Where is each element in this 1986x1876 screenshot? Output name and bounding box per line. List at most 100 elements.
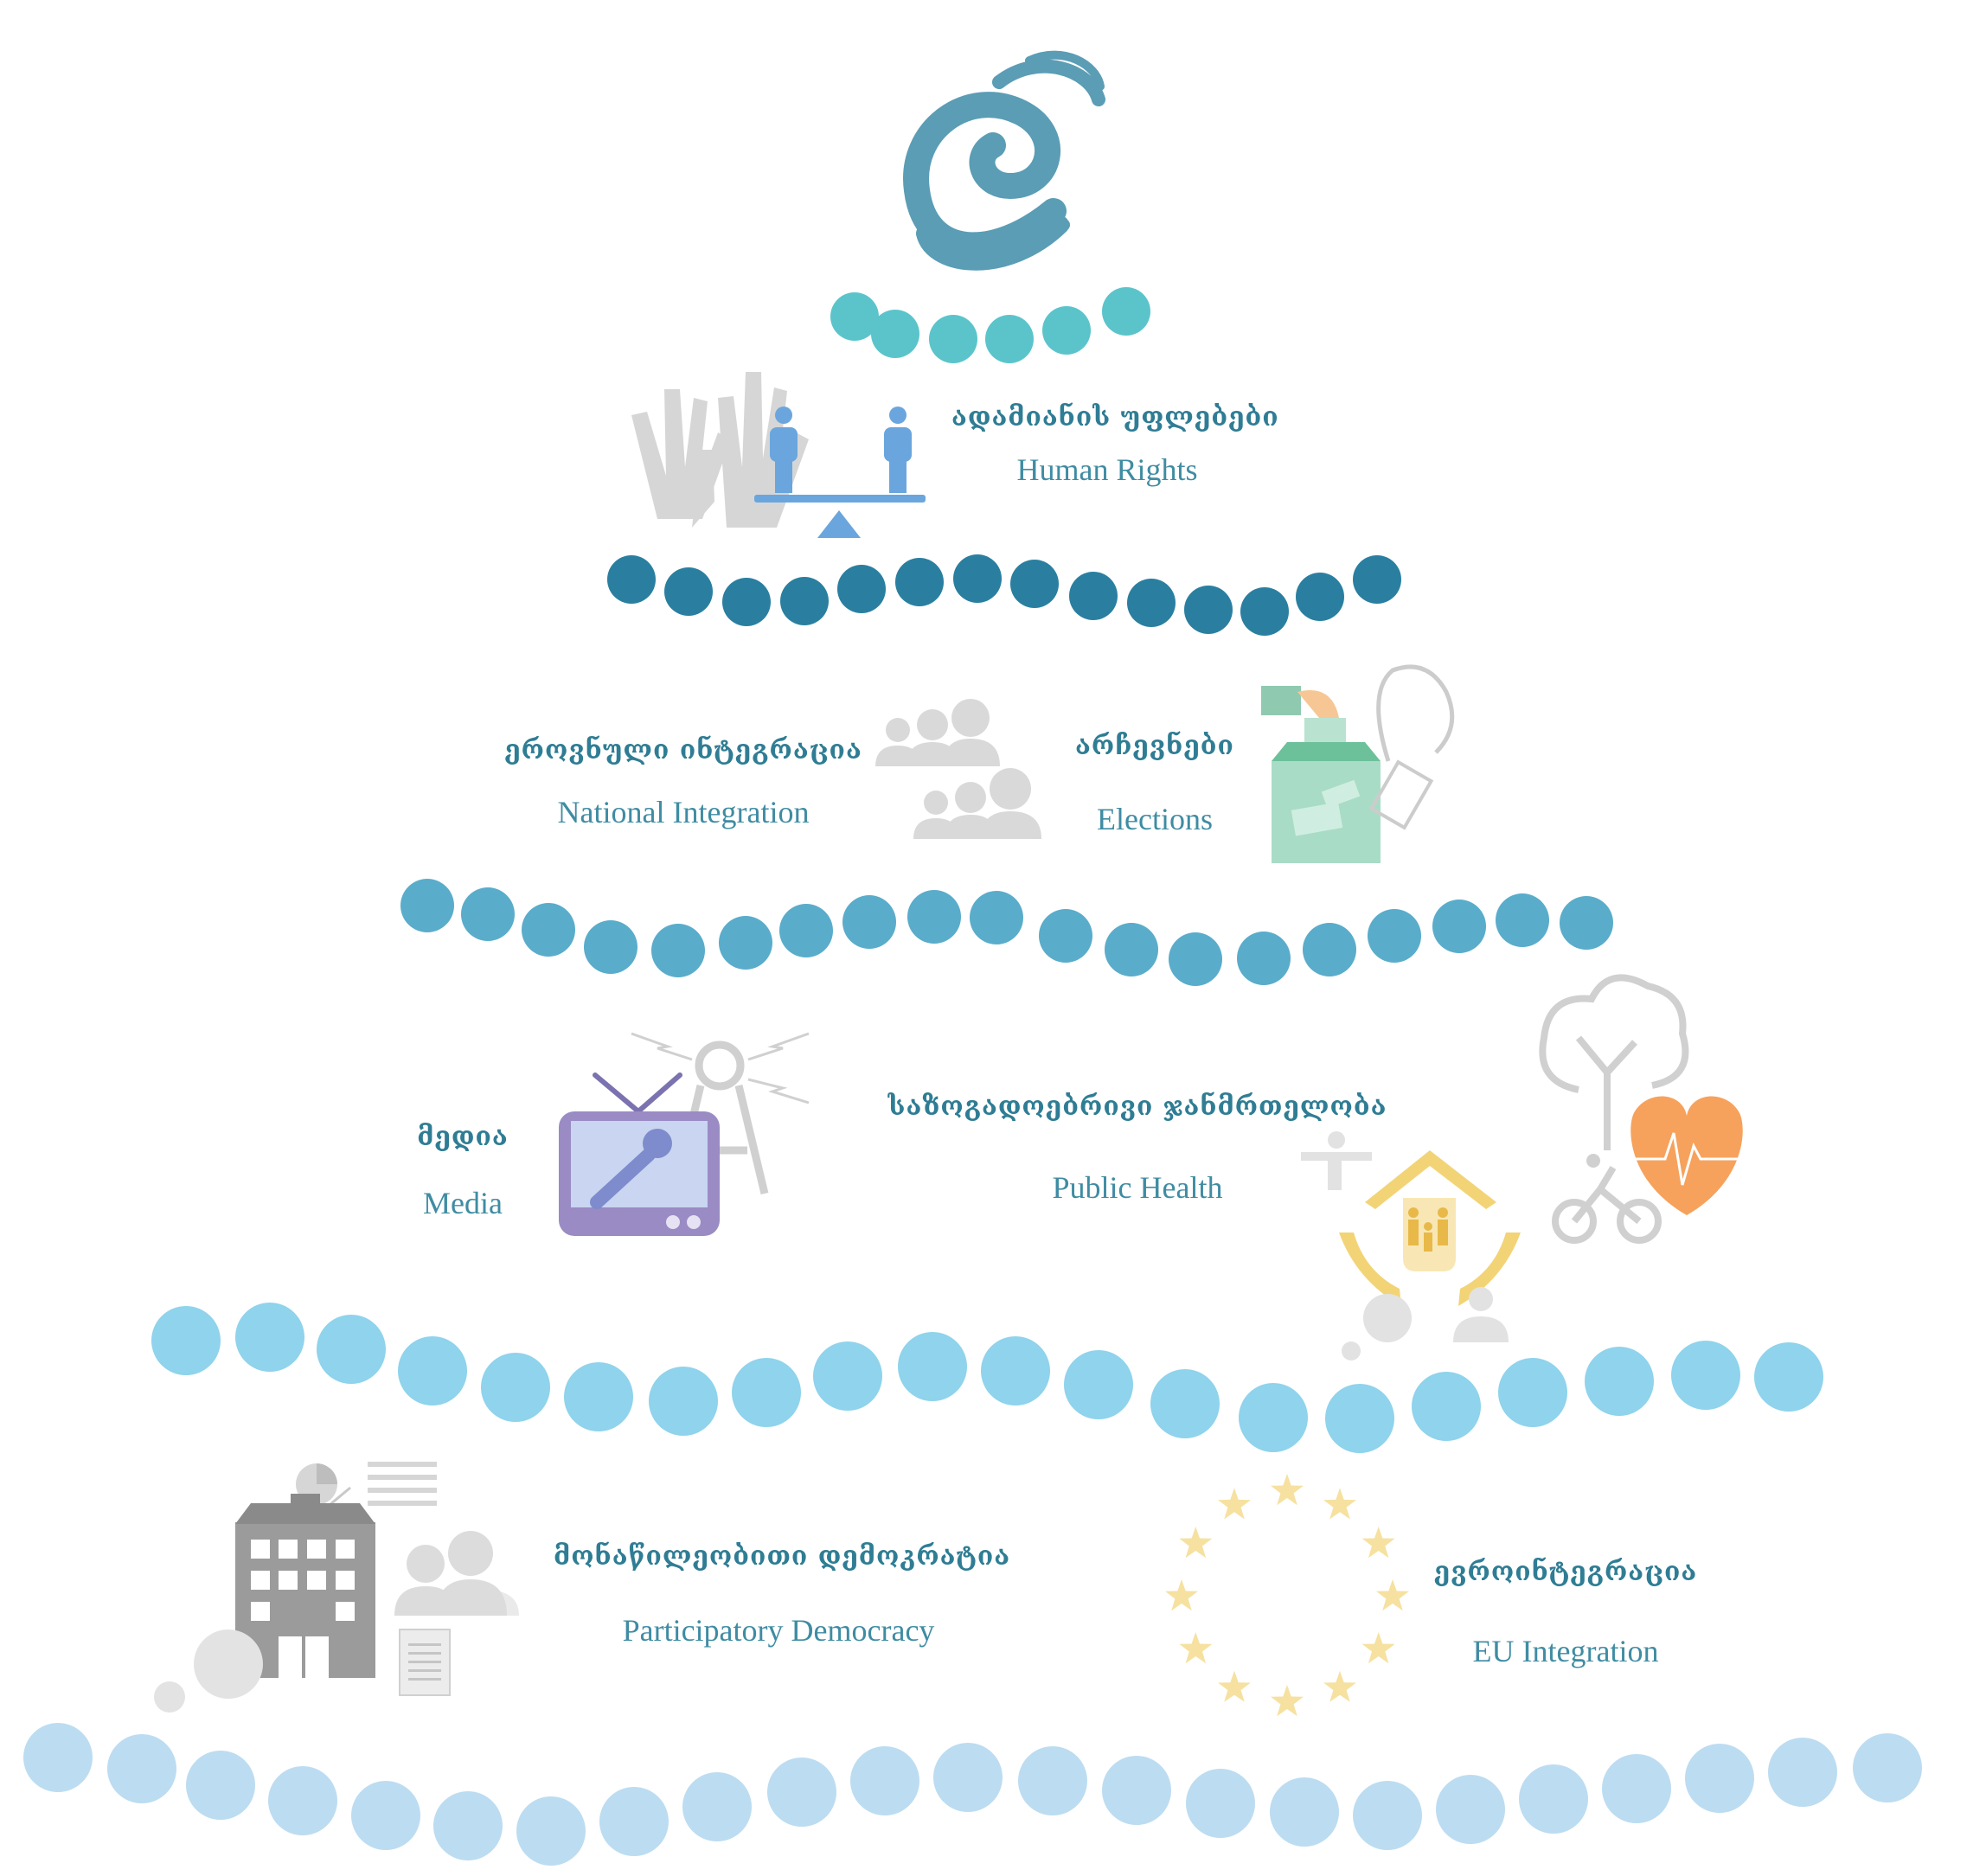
dot-row5-21 [1768,1738,1837,1807]
dot-row1-1 [871,310,919,358]
dot-row3-13 [1237,932,1291,985]
dot-row2-0 [607,555,656,604]
dot-row3-11 [1105,923,1158,976]
dot-row5-2 [186,1751,255,1820]
dot-row4-7 [732,1358,801,1427]
dot-rows [23,287,1922,1866]
dot-row3-18 [1560,896,1613,950]
dot-row1-3 [985,315,1034,363]
dot-row4-12 [1150,1369,1220,1438]
dot-row4-8 [813,1341,882,1411]
eu-star-3 [1376,1579,1409,1611]
dot-row2-10 [1184,586,1233,634]
dot-row1-0 [830,292,879,341]
dot-row3-2 [522,903,575,957]
public-health-label-ka: საზოგადოებრივი ჯანმრთელობა [887,1092,1387,1122]
dot-row3-0 [400,879,454,932]
dot-row2-6 [953,554,1002,603]
eu-star-7 [1218,1670,1251,1702]
dot-row3-8 [907,890,961,944]
dot-row2-11 [1240,587,1289,636]
dot-row4-18 [1671,1341,1740,1410]
elections-label-ka: არჩევნები [1075,731,1234,761]
human-rights-label-en: Human Rights [1016,452,1198,487]
eu-star-0 [1271,1474,1304,1506]
eu-star-6 [1271,1685,1304,1717]
dot-row3-4 [651,924,705,977]
dot-row2-12 [1296,573,1344,621]
dot-row5-19 [1602,1754,1671,1823]
dot-row4-13 [1239,1383,1308,1452]
eu-star-9 [1165,1579,1198,1611]
people-groups-icon [875,699,1041,839]
ballot-box-icon [1261,664,1455,863]
dot-row4-16 [1498,1358,1567,1427]
dot-row4-19 [1754,1342,1823,1412]
dot-row4-10 [981,1336,1050,1405]
dot-row4-14 [1325,1384,1394,1453]
eu-star-8 [1179,1632,1213,1664]
eu-star-2 [1361,1527,1395,1559]
dot-row4-0 [151,1306,221,1375]
eu-stars-icon [1165,1474,1409,1717]
dot-row1-4 [1042,306,1091,355]
dot-row3-7 [842,895,896,949]
dot-row4-15 [1412,1372,1481,1441]
dot-row5-6 [516,1796,586,1866]
dot-row3-3 [584,920,637,974]
dot-row2-13 [1353,555,1401,604]
spiral-logo-icon [903,50,1105,271]
dot-row1-5 [1102,287,1150,336]
dot-row5-18 [1519,1764,1588,1834]
national-integration-label-ka: ეროვნული ინტეგრაცია [504,735,862,765]
dot-row5-11 [933,1743,1003,1812]
dot-row2-1 [664,567,713,616]
dot-row3-14 [1303,923,1356,976]
tv-microphone-tower-icon [559,1032,810,1236]
dot-row5-9 [767,1758,836,1827]
dot-row5-20 [1685,1744,1754,1813]
dot-row3-10 [1039,909,1092,963]
dot-row5-0 [23,1723,93,1792]
dot-row4-2 [317,1315,386,1384]
dot-row5-5 [433,1791,503,1860]
dot-row5-7 [599,1787,669,1856]
dot-row2-4 [837,565,886,613]
dot-row3-12 [1169,932,1222,986]
dot-row5-4 [351,1781,420,1850]
eu-star-4 [1361,1632,1395,1664]
dot-row4-4 [481,1353,550,1422]
dot-row5-1 [107,1734,176,1803]
dot-row4-6 [649,1367,718,1436]
dot-row2-5 [895,558,944,606]
dot-row5-14 [1186,1769,1255,1838]
dot-row2-2 [722,578,771,626]
eu-star-10 [1179,1527,1213,1559]
dot-row5-13 [1102,1756,1171,1825]
dot-row4-1 [235,1303,304,1372]
dot-row5-10 [850,1746,919,1815]
dot-row4-11 [1064,1350,1133,1419]
dot-row1-2 [929,315,977,363]
scales-people-hands-icon [631,372,926,538]
dot-row3-1 [461,887,515,941]
dot-row3-15 [1368,909,1421,963]
eu-integration-label-ka: ევროინტეგრაცია [1433,1557,1698,1587]
eu-star-5 [1323,1670,1356,1702]
elections-label-en: Elections [1097,802,1213,836]
dot-row4-17 [1585,1347,1654,1416]
dot-row5-22 [1853,1733,1922,1802]
national-integration-label-en: National Integration [557,795,810,829]
dot-row3-6 [779,904,833,957]
dot-row5-17 [1436,1775,1505,1844]
participatory-democracy-label-en: Participatory Democracy [622,1613,935,1648]
dot-row3-17 [1496,893,1549,947]
dot-row3-5 [719,916,772,970]
dot-row3-16 [1432,900,1486,953]
media-label-en: Media [423,1186,503,1220]
dot-row5-3 [268,1766,337,1835]
media-label-ka: მედია [417,1122,509,1152]
building-people-icon [154,1462,519,1713]
dot-row5-8 [682,1772,752,1841]
